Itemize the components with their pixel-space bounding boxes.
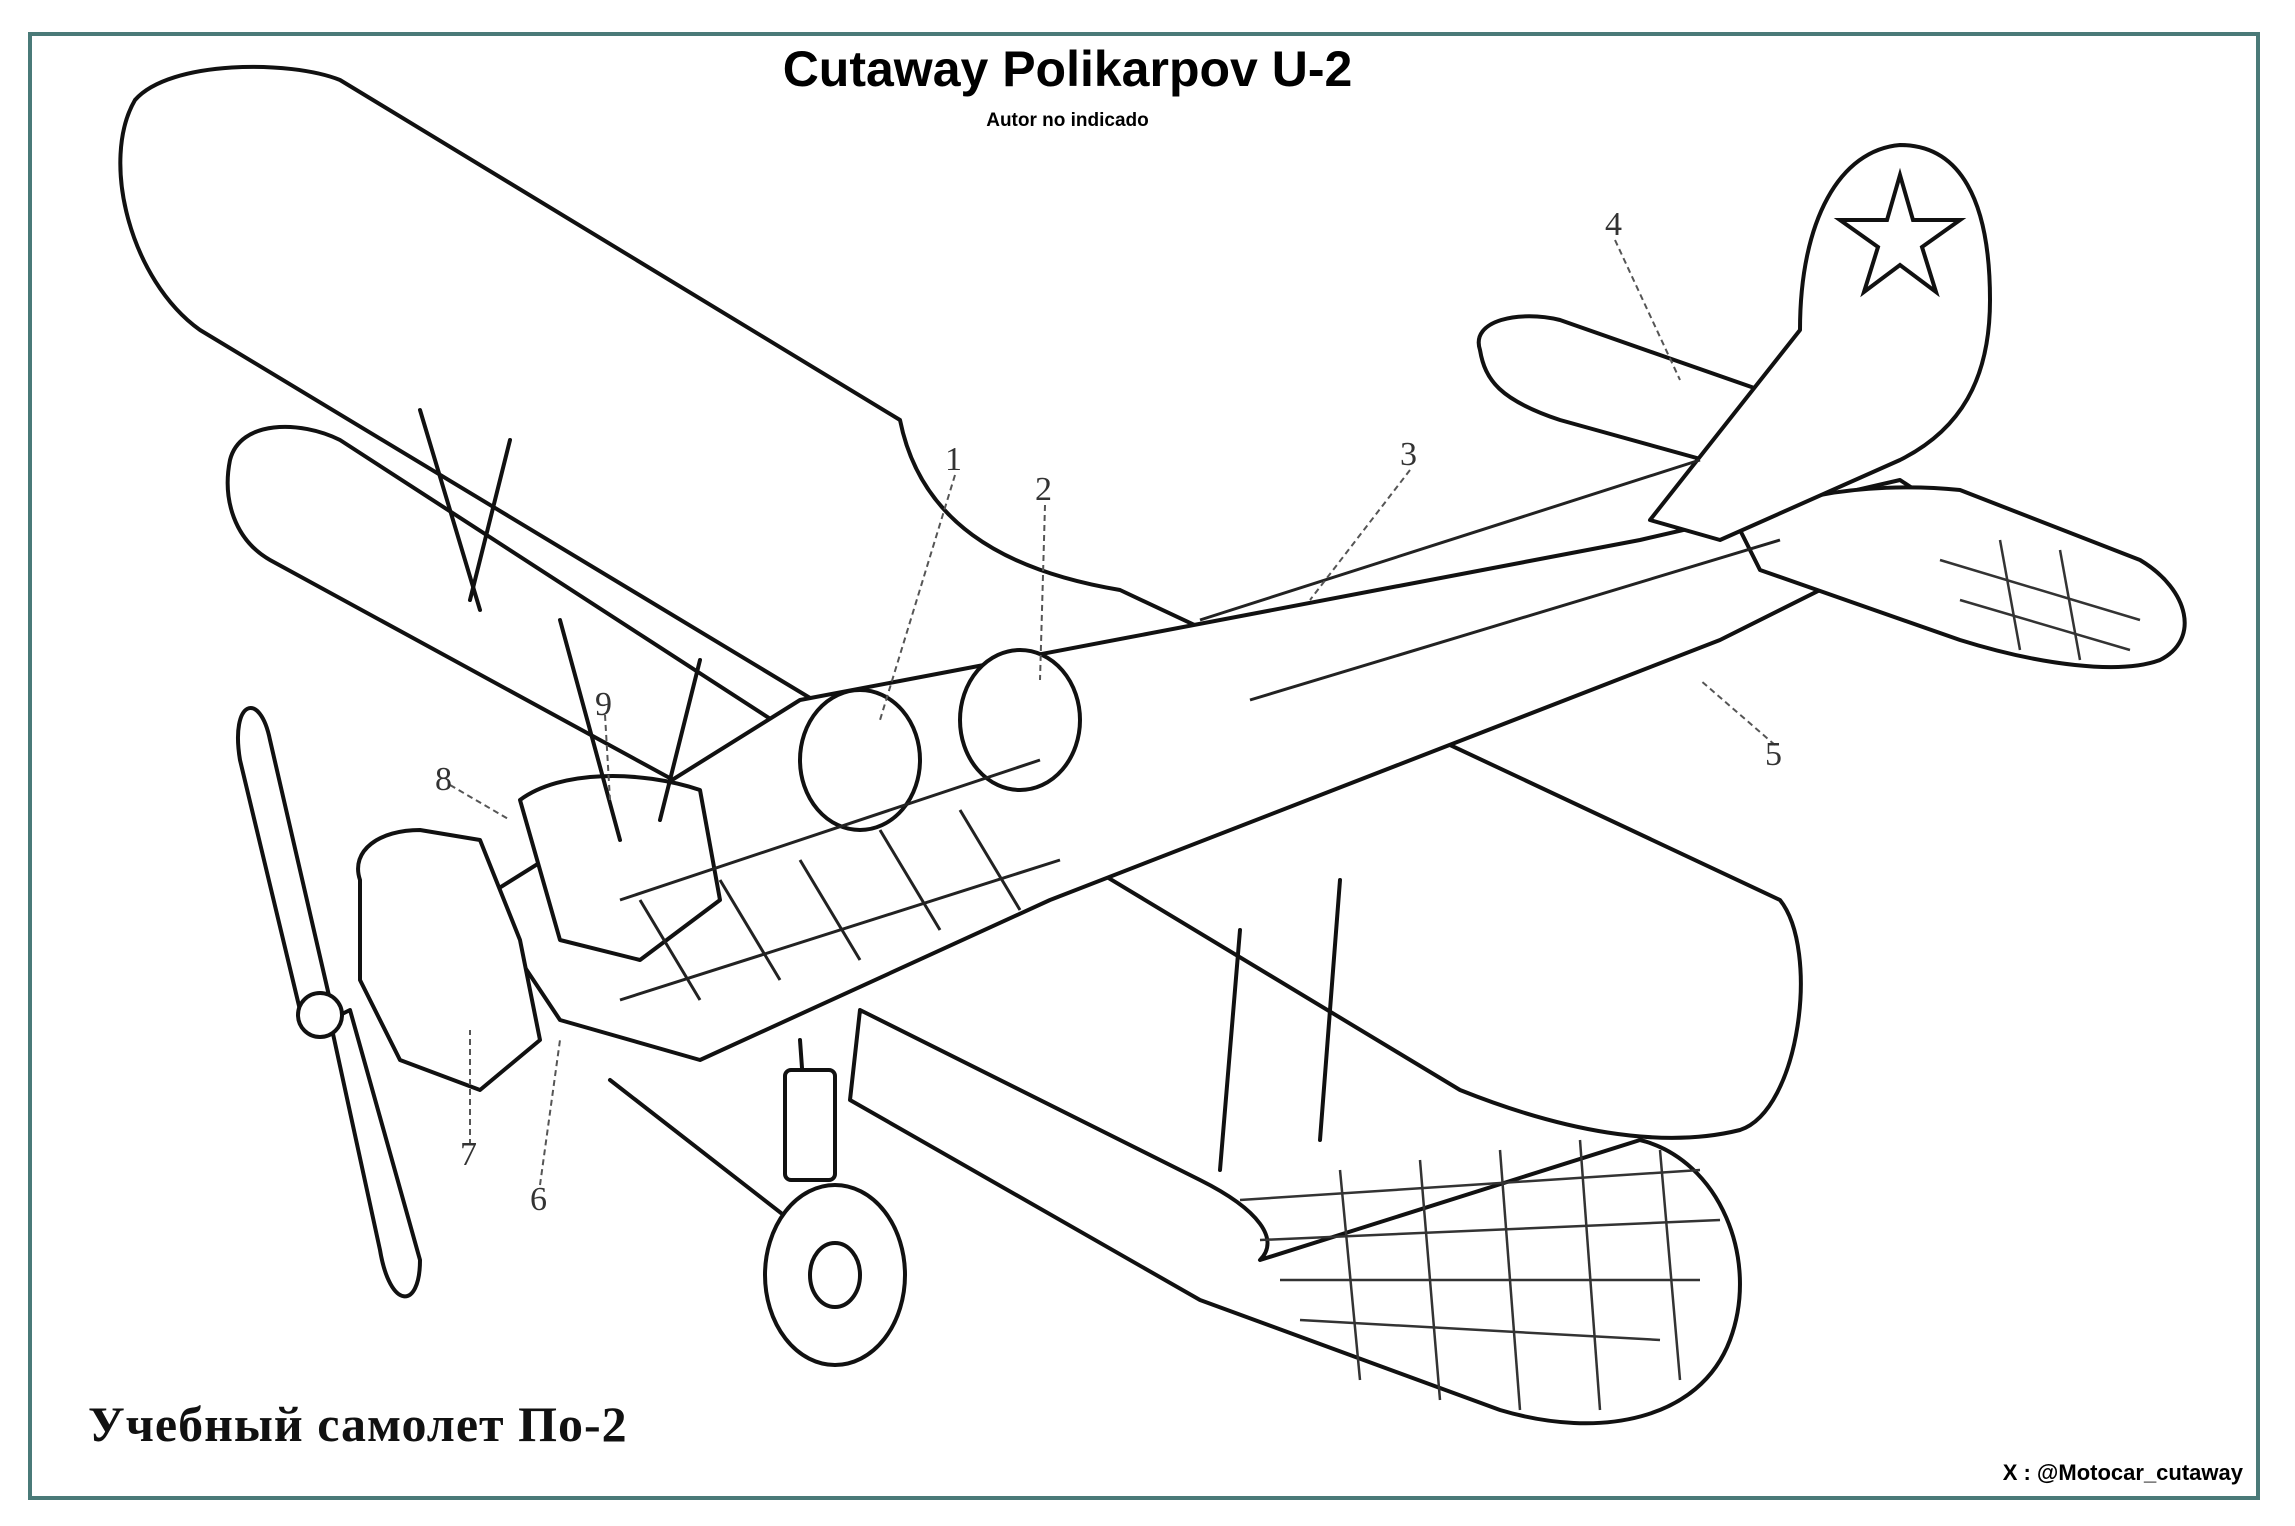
front-seat <box>798 688 922 832</box>
vertical-fin <box>1648 143 1992 542</box>
engine <box>356 828 542 1092</box>
social-credit: X : @Motocar_cutaway <box>2002 1460 2243 1485</box>
page-title: Cutaway Polikarpov U-2 <box>782 41 1353 97</box>
callout-6: 6 <box>530 1181 547 1218</box>
callout-5: 5 <box>1765 736 1782 773</box>
right-stabilizer <box>1738 485 2187 670</box>
callout-9: 9 <box>595 686 612 723</box>
callout-7: 7 <box>460 1136 477 1173</box>
border-frame <box>28 32 2260 1500</box>
callout-8: 8 <box>435 761 452 798</box>
rear-seat <box>958 648 1082 792</box>
fuel-tank <box>518 774 722 962</box>
upper-wing <box>118 64 1803 1140</box>
russian-caption: Учебный самолет По-2 <box>88 1396 628 1452</box>
author-subtitle: Autor no indicado <box>986 110 1149 131</box>
propeller-upper <box>236 706 332 1012</box>
lower-right-wing <box>848 1008 1742 1426</box>
propeller-hub <box>296 991 344 1039</box>
callout-2: 2 <box>1035 471 1052 508</box>
callout-3: 3 <box>1400 436 1417 473</box>
callout-4: 4 <box>1605 206 1622 243</box>
red-star-insignia <box>1833 167 1967 298</box>
callout-1: 1 <box>945 441 962 478</box>
propeller-lower <box>328 1008 422 1299</box>
shock-strut <box>783 1068 837 1182</box>
